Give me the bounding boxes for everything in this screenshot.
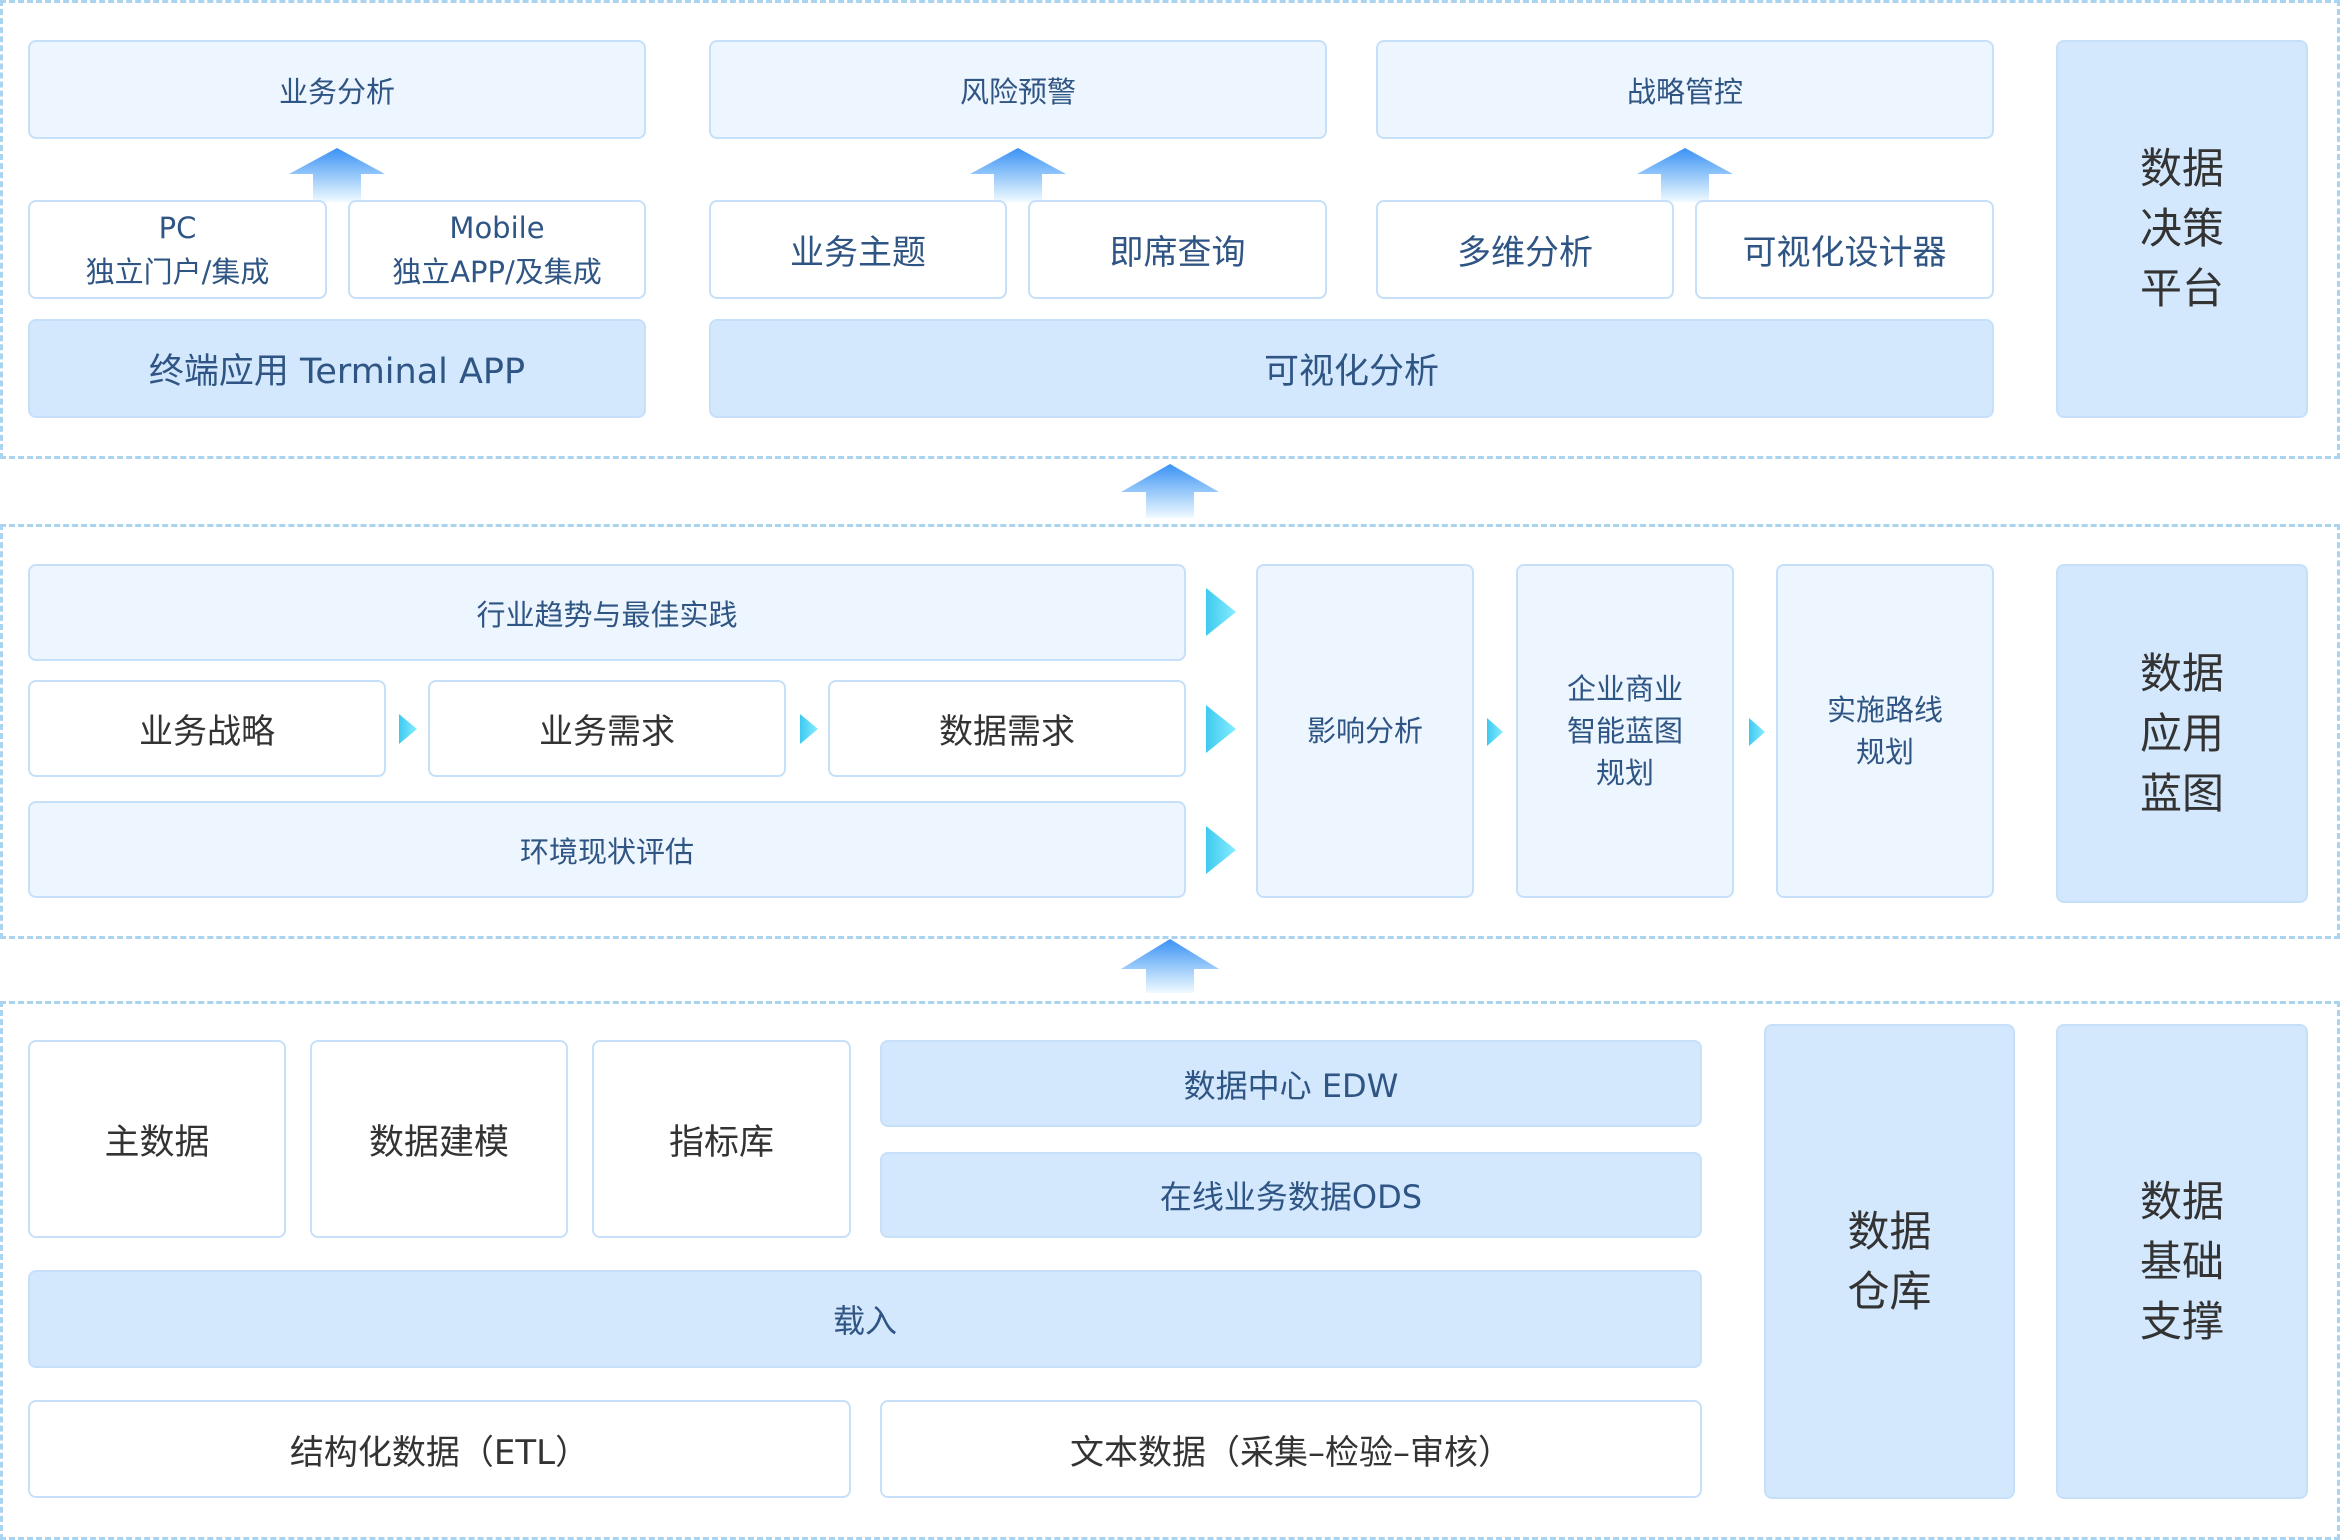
multidim-analysis-box: 多维分析: [1376, 200, 1674, 299]
industry-trends-box: 行业趋势与最佳实践: [28, 564, 1186, 661]
visual-designer-label: 可视化设计器: [1742, 233, 1947, 273]
business-needs-box: 业务需求: [428, 680, 786, 777]
strategy-control-label: 战略管控: [1626, 74, 1743, 109]
up-arrow-icon: [289, 148, 385, 202]
application-blueprint-layer: [0, 524, 2340, 939]
load-box: 载入: [28, 1270, 1702, 1368]
layer-up-arrow-icon: [1121, 464, 1219, 518]
risk-warning-label: 风险预警: [959, 74, 1076, 109]
data-foundation-side-label: 数据 基础 支撑: [2056, 1024, 2308, 1499]
metrics-library-label: 指标库: [668, 1122, 774, 1163]
decision-platform-side-label: 数据 决策 平台: [2056, 40, 2308, 418]
chevron-right-icon: [1749, 718, 1765, 746]
ods-box: 在线业务数据ODS: [880, 1152, 1702, 1238]
ods-label: 在线业务数据ODS: [1159, 1178, 1423, 1216]
bi-blueprint-box: 企业商业 智能蓝图 规划: [1516, 564, 1734, 898]
pc-portal-label: PC 独立门户/集成: [85, 210, 270, 289]
structured-data-box: 结构化数据（ETL）: [28, 1400, 851, 1498]
data-needs-label: 数据需求: [939, 712, 1075, 752]
visual-designer-box: 可视化设计器: [1695, 200, 1994, 299]
adhoc-query-box: 即席查询: [1028, 200, 1327, 299]
mobile-app-label: Mobile 独立APP/及集成: [392, 210, 602, 289]
adhoc-query-label: 即席查询: [1109, 233, 1246, 273]
chevron-right-icon: [800, 714, 818, 744]
environment-assessment-label: 环境现状评估: [519, 834, 694, 869]
application-blueprint-side-label: 数据 应用 蓝图: [2056, 564, 2308, 903]
data-modeling-box: 数据建模: [310, 1040, 568, 1238]
load-label: 载入: [832, 1302, 897, 1340]
chevron-right-icon: [399, 714, 417, 744]
layer-up-arrow-icon: [1121, 939, 1219, 993]
roadmap-box: 实施路线 规划: [1776, 564, 1994, 898]
terminal-app-label: 终端应用 Terminal APP: [148, 352, 526, 392]
data-modeling-label: 数据建模: [368, 1122, 509, 1163]
mobile-app-box: Mobile 独立APP/及集成: [348, 200, 646, 299]
edw-label: 数据中心 EDW: [1183, 1066, 1399, 1105]
decision-platform-layer: [0, 0, 2340, 459]
up-arrow-icon: [970, 148, 1066, 202]
chevron-right-icon: [1206, 588, 1236, 636]
business-analysis-box: 业务分析: [28, 40, 646, 139]
up-arrow-icon: [1637, 148, 1733, 202]
strategy-control-box: 战略管控: [1376, 40, 1994, 139]
business-topic-box: 业务主题: [709, 200, 1007, 299]
text-data-label: 文本数据（采集–检验–审核）: [1070, 1432, 1512, 1473]
business-strategy-label: 业务战略: [139, 712, 275, 752]
data-needs-box: 数据需求: [828, 680, 1186, 777]
business-needs-label: 业务需求: [539, 712, 675, 752]
chevron-right-icon: [1487, 718, 1503, 746]
master-data-box: 主数据: [28, 1040, 286, 1238]
environment-assessment-box: 环境现状评估: [28, 801, 1186, 898]
business-analysis-label: 业务分析: [278, 74, 395, 109]
pc-portal-box: PC 独立门户/集成: [28, 200, 327, 299]
edw-box: 数据中心 EDW: [880, 1040, 1702, 1127]
business-topic-label: 业务主题: [790, 233, 926, 273]
impact-analysis-label: 影响分析: [1306, 714, 1423, 748]
risk-warning-box: 风险预警: [709, 40, 1327, 139]
metrics-library-box: 指标库: [592, 1040, 851, 1238]
visual-analysis-box: 可视化分析: [709, 319, 1994, 418]
chevron-right-icon: [1206, 705, 1236, 753]
terminal-app-box: 终端应用 Terminal APP: [28, 319, 646, 418]
impact-analysis-box: 影响分析: [1256, 564, 1474, 898]
master-data-label: 主数据: [104, 1122, 210, 1163]
roadmap-label: 实施路线 规划: [1826, 693, 1943, 769]
multidim-analysis-label: 多维分析: [1457, 233, 1593, 273]
data-warehouse-side-label: 数据 仓库: [1764, 1024, 2015, 1499]
chevron-right-icon: [1206, 826, 1236, 874]
data-foundation-layer: [0, 1001, 2340, 1540]
visual-analysis-label: 可视化分析: [1263, 352, 1439, 392]
industry-trends-label: 行业趋势与最佳实践: [476, 597, 738, 632]
bi-blueprint-label: 企业商业 智能蓝图 规划: [1566, 672, 1683, 790]
business-strategy-box: 业务战略: [28, 680, 386, 777]
structured-data-label: 结构化数据（ETL）: [289, 1432, 590, 1473]
text-data-box: 文本数据（采集–检验–审核）: [880, 1400, 1702, 1498]
